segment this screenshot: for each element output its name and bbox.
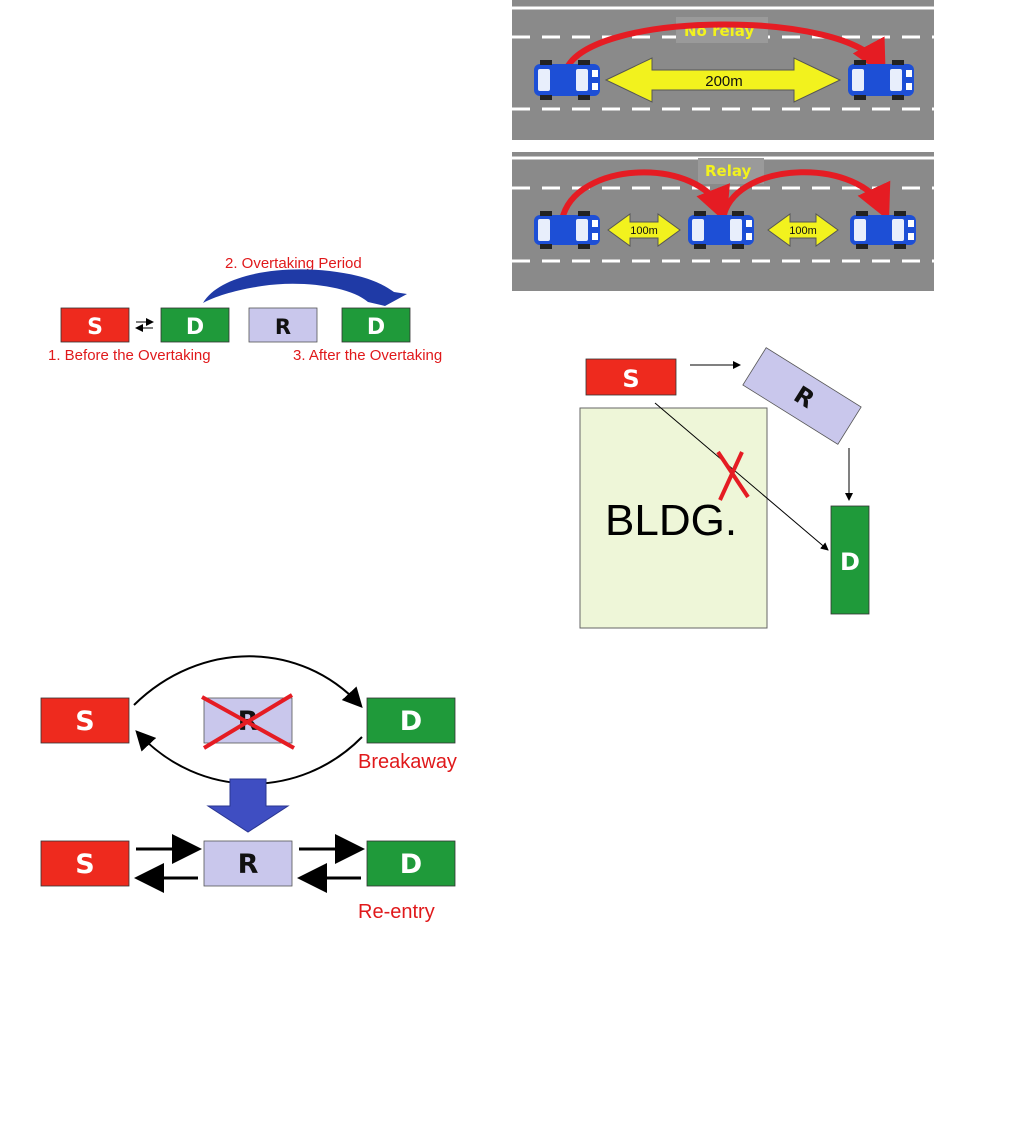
after-overtaking-label: 3. After the Overtaking (293, 347, 442, 364)
distance-100m-left-label: 100m (630, 225, 658, 237)
overtaking-destination-before-letter: D (186, 315, 204, 340)
before-overtaking-label: 1. Before the Overtaking (48, 347, 211, 364)
building-label: BLDG. (605, 496, 737, 545)
overtaking-curved-arrow (203, 269, 407, 306)
building-source-letter: S (622, 365, 639, 393)
distance-100m-right-label: 100m (789, 225, 817, 237)
car-right-top (848, 60, 914, 100)
breakaway-source-letter: S (75, 706, 94, 737)
breakaway-figure: S R D Breakaway S R D Re-entry (41, 656, 457, 923)
breakaway-label: Breakaway (358, 751, 457, 773)
reentry-label: Re-entry (358, 901, 435, 923)
reentry-destination-letter: D (400, 849, 422, 880)
building-figure: BLDG. S R D (580, 348, 869, 628)
breakaway-destination-letter: D (400, 706, 422, 737)
relay-label: Relay (705, 162, 752, 180)
overtaking-relay-letter: R (275, 315, 291, 339)
overtaking-destination-after-letter: D (367, 315, 385, 340)
overtaking-figure: 2. Overtaking Period S D R D 1. Before t… (48, 255, 442, 364)
car-left-top (534, 60, 600, 100)
car-left-bottom (534, 211, 600, 249)
overtaking-period-label: 2. Overtaking Period (225, 255, 362, 272)
car-middle-bottom (688, 211, 754, 249)
transition-down-arrow (208, 779, 288, 832)
reentry-source-letter: S (75, 849, 94, 880)
reentry-relay-letter: R (238, 849, 259, 880)
overtaking-source-letter: S (87, 315, 103, 340)
building-destination-letter: D (840, 548, 860, 576)
car-right-bottom (850, 211, 916, 249)
highway-relay-figure: Relay (512, 152, 934, 291)
highway-no-relay-figure: No relay 200m (512, 0, 934, 140)
distance-200m-label: 200m (705, 73, 743, 90)
